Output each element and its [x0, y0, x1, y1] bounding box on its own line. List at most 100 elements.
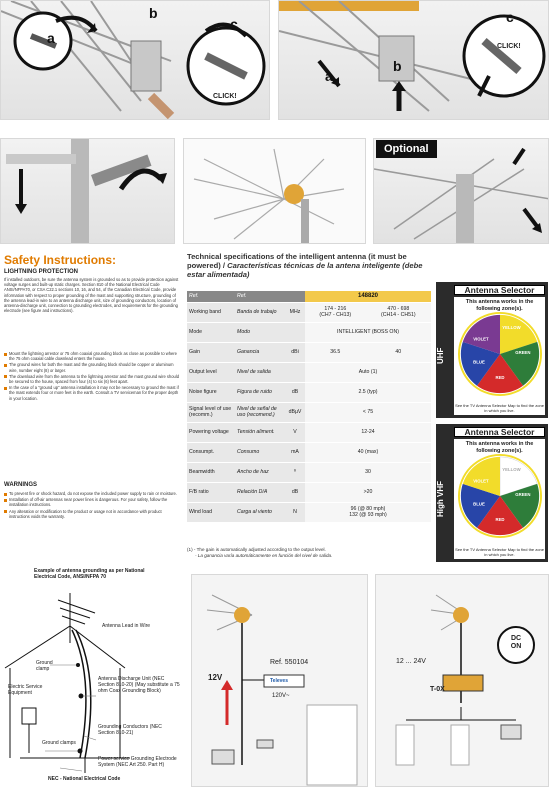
- zone-label: BLUE: [473, 360, 485, 365]
- spec-unit: MHz: [285, 302, 305, 323]
- photo-antenna-assembled: [183, 138, 366, 244]
- spec-label-es: Carga al viento: [235, 502, 285, 523]
- spec-title: Technical specifications of the intellig…: [187, 252, 423, 279]
- label-grounding-conductors: Grounding Conductors (NEC Section 810-21…: [98, 724, 162, 736]
- table-row: Noise figure Figura de ruido dB 2.5 (typ…: [187, 382, 431, 403]
- spec-model: 148820: [305, 291, 431, 303]
- spec-label: Signal level of use (recomm.): [187, 402, 235, 423]
- step-letter-b: b: [393, 58, 402, 74]
- label-ground-clamps: Ground clamps: [42, 740, 76, 746]
- list-item: Mount the lightning arrestor or 75 ohm c…: [4, 351, 180, 361]
- install-diagram-tox: 12 ... 24V DC ON T-0X: [375, 574, 549, 787]
- photo-step-mast-bracket: [0, 138, 175, 244]
- label-service-equipment: Electric Service Equipment: [8, 684, 43, 696]
- spec-label: Wind load: [187, 502, 235, 523]
- psu-ref-label: Ref. 550104: [270, 659, 309, 666]
- spec-label-es: Figura de ruido: [235, 382, 285, 403]
- psu-brand-label: Televes: [270, 678, 288, 684]
- table-row: Powering voltage Tensión aliment. V 12-2…: [187, 422, 431, 443]
- spec-ref-es: Ref.: [235, 291, 285, 303]
- spec-ref-en: Ref.: [187, 291, 235, 303]
- list-item: To prevent fire or shock hazard, do not …: [4, 491, 180, 496]
- install-powersupply-svg: [206, 594, 358, 786]
- zone-wheel: VIOLET YELLOW GREEN BLUE RED: [457, 312, 542, 396]
- spec-title-en: Technical specifications of the intellig…: [187, 252, 407, 270]
- install-tox-svg: [395, 594, 535, 766]
- selector-see-text: See the TV Antenna Selector Map to find …: [455, 547, 544, 557]
- spec-note-es: - La ganancia varía automáticamente en f…: [195, 553, 333, 558]
- spec-value: 2.5 (typ): [305, 382, 431, 403]
- lightning-list: Mount the lightning arrestor or 75 ohm c…: [4, 351, 180, 402]
- lightning-title: LIGHTNING PROTECTION: [4, 269, 78, 275]
- install-diagram-powersupply: 12V Ref. 550104 Televes 120V~: [191, 574, 368, 787]
- step-letter-a: a: [47, 30, 55, 46]
- table-row: Signal level of use (recomm.) Nivel de s…: [187, 402, 431, 423]
- selector-body: This antenna works in the following zone…: [454, 439, 545, 559]
- spec-label-es: Ganancia: [235, 342, 285, 363]
- table-row: Working band Banda de trabajo MHz 174 - …: [187, 302, 431, 323]
- label-electrode-system: Power service Grounding Electrode System…: [98, 756, 177, 768]
- spec-label-es: Banda de trabajo: [235, 302, 285, 323]
- table-row: Consumpt. Consumo mA 40 (max): [187, 442, 431, 463]
- spec-label: Consumpt.: [187, 442, 235, 463]
- spec-value: 12-24: [305, 422, 431, 443]
- step-letter-c: c: [230, 16, 238, 32]
- spec-unit: dB: [285, 382, 305, 403]
- zone-label: GREEN: [515, 350, 530, 355]
- label-ground-clamp: Ground clamp: [36, 660, 53, 672]
- selector-band-label: High VHF: [436, 481, 445, 517]
- zone-label: RED: [495, 517, 504, 522]
- step-letter-a: a: [325, 68, 333, 84]
- photo-step-lock-clamp: a b c CLICK!: [278, 0, 549, 120]
- click-label: CLICK!: [213, 93, 237, 100]
- photo-step-mount-clamp: a b c CLICK!: [0, 0, 270, 120]
- selector-title: Antenna Selector: [454, 285, 545, 295]
- selector-see-text: See the TV Antenna Selector Map to find …: [455, 403, 544, 413]
- zone-label: RED: [495, 375, 504, 380]
- selector-works-text: This antenna works in the following zone…: [465, 299, 534, 312]
- nec-footer: NEC - National Electrical Code: [48, 776, 121, 782]
- warnings-title: WARNINGS: [4, 482, 37, 488]
- spec-table: Ref. Ref. 148820 Working band Banda de t…: [187, 291, 431, 523]
- mains-voltage-label: 120V~: [272, 693, 290, 699]
- table-row: Output level Nivel de salida Auto (1): [187, 362, 431, 383]
- spec-unit: [285, 322, 305, 343]
- zone-label: GREEN: [515, 492, 530, 497]
- warnings-list: To prevent fire or shock hazard, do not …: [4, 491, 180, 520]
- spec-header-row: Ref. Ref. 148820: [187, 291, 431, 303]
- grounding-diagram: Example of antenna grounding as per Nati…: [0, 568, 185, 787]
- label-lead-in: Antenna Lead in Wire: [102, 623, 151, 629]
- spec-value: 40: [365, 342, 431, 363]
- spec-label-es: Nivel de señal de uso (recomend.): [235, 402, 285, 423]
- zone-label: VIOLET: [473, 337, 489, 342]
- grounding-title: Example of antenna grounding as per Nati…: [34, 568, 145, 580]
- spec-label: Powering voltage: [187, 422, 235, 443]
- table-row: Beamwidth Ancho de haz º 30: [187, 462, 431, 483]
- spec-label: Output level: [187, 362, 235, 383]
- table-row: Wind load Carga al viento N 96 (@ 80 mph…: [187, 502, 431, 523]
- spec-title-es: Características técnicas de la antena in…: [187, 261, 423, 279]
- spec-value: 30: [305, 462, 431, 483]
- label-discharge-unit: Antenna Discharge Unit (NEC Section 810-…: [98, 676, 180, 694]
- spec-value: Auto (1): [305, 362, 431, 383]
- table-row: F/B ratio Relación D/A dB >20: [187, 482, 431, 503]
- spec-label: Noise figure: [187, 382, 235, 403]
- spec-label-es: Modo: [235, 322, 285, 343]
- selector-title: Antenna Selector: [454, 427, 545, 437]
- spec-label: F/B ratio: [187, 482, 235, 503]
- table-row: Gain Ganancia dBi 36.5 40: [187, 342, 431, 363]
- spec-value: 40 (max): [305, 442, 431, 463]
- voltage-range-label: 12 ... 24V: [396, 658, 426, 665]
- spec-label-es: Tensión aliment.: [235, 422, 285, 443]
- step-letter-c: c: [506, 9, 514, 25]
- zone-label: BLUE: [473, 502, 485, 507]
- antenna-assembled-illustration: [193, 148, 345, 243]
- spec-label: Mode: [187, 322, 235, 343]
- lightning-intro: If installed outdoors, be sure the anten…: [4, 277, 179, 314]
- spec-unit: º: [285, 462, 305, 483]
- spec-value: 174 - 216 (CH7 - CH13): [305, 302, 366, 323]
- spec-footnote: (1) - The gain is automatically adjusted…: [187, 547, 431, 559]
- selector-works-text: This antenna works in the following zone…: [465, 441, 534, 454]
- spec-note-en: (1) - The gain is automatically adjusted…: [187, 547, 326, 552]
- list-item: Installation of off-air antennas near po…: [4, 497, 180, 507]
